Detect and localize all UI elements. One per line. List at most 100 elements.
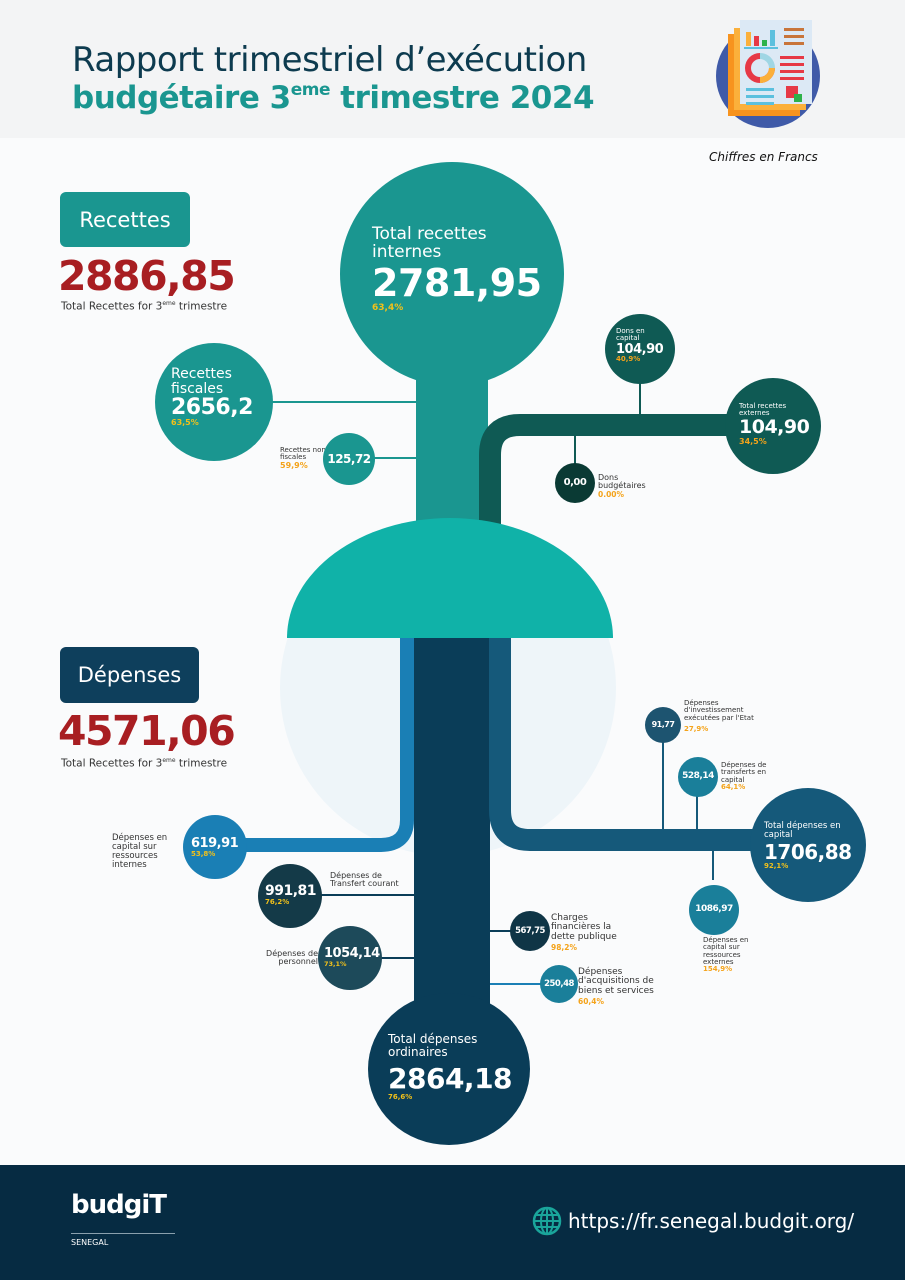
bubble-dons-capital: Dons en capital 104,90 40,9% <box>605 314 675 384</box>
title-sup: eme <box>290 80 331 100</box>
bubble-transfert-courant: 991,81 76,2% <box>258 864 322 928</box>
page-title-line1: Rapport trimestriel d’exécution <box>72 40 587 80</box>
bubble-pct: 63,5% <box>171 418 199 428</box>
bubble-investissement-etat: 91,77 <box>645 707 681 743</box>
bubble-transferts-capital: 528,14 <box>678 757 718 797</box>
bubble-total-capital: Total dépenses en capital 1706,88 92,1% <box>750 788 866 902</box>
bubble-capital-externes: 1086,97 <box>689 885 739 935</box>
recettes-total-caption: Total Recettes for 3eme trimestre <box>61 300 227 313</box>
depenses-trunk <box>414 638 490 1018</box>
bubble-pct: 63,4% <box>372 302 404 313</box>
website-link[interactable]: https://fr.senegal.budgit.org/ <box>532 1206 854 1236</box>
recettes-badge: Recettes <box>60 192 190 247</box>
acquisitions-label: Dépenses d'acquisitions de biens et serv… <box>578 967 663 1007</box>
depenses-badge: Dépenses <box>60 647 199 703</box>
bubble-value: 104,90 <box>616 341 664 357</box>
bubble-value: 1054,14 <box>324 946 380 961</box>
label-pct: 154,9% <box>703 965 733 974</box>
bubble-acquisitions: 250,48 <box>540 965 578 1003</box>
page-title-line2: budgétaire 3eme trimestre 2024 <box>72 80 595 116</box>
caption-post: trimestre <box>175 757 228 770</box>
logo-divider <box>71 1233 175 1234</box>
report-chart-icon <box>716 20 820 128</box>
title-part1: budgétaire 3 <box>72 80 291 116</box>
total-capital-pipe <box>489 638 770 851</box>
depenses-total: 4571,06 <box>58 707 236 755</box>
bubble-value: 104,90 <box>739 415 810 438</box>
bubble-pct: 76,2% <box>265 897 290 906</box>
label-text: Dépenses de Transfert courant <box>330 871 399 889</box>
bubble-value: 528,14 <box>682 771 714 782</box>
bubble-label: Total recettes internes <box>372 224 487 262</box>
bubble-label: Dons en capital <box>616 327 645 343</box>
label-text: Charges financières la dette publique <box>551 913 617 942</box>
investissement-etat-label: Dépenses d'investissement exécutées par … <box>684 699 769 734</box>
footer <box>0 1165 905 1280</box>
label-pct: 60,4% <box>578 997 605 1007</box>
bubble-value: 2656,2 <box>171 395 253 421</box>
bubble-charges-financieres: 567,75 <box>510 911 550 951</box>
bubble-value: 2781,95 <box>372 260 542 305</box>
bubble-recettes-externes: Total recettes externes 104,90 34,5% <box>725 378 821 474</box>
bubble-value: 250,48 <box>544 978 574 989</box>
bubble-value: 2864,18 <box>388 1062 513 1096</box>
transfert-courant-label: Dépenses de Transfert courant <box>330 871 410 889</box>
bubble-pct: 73,1% <box>324 959 347 968</box>
bubble-recettes-non-fiscales: 125,72 <box>323 433 375 485</box>
bubble-label: Total dépenses ordinaires <box>388 1032 478 1059</box>
title-part2: trimestre 2024 <box>330 80 595 116</box>
depenses-total-caption: Total Recettes for 3eme trimestre <box>61 757 227 770</box>
globe-icon <box>532 1206 562 1236</box>
label-text: Dépenses d'investissement exécutées par … <box>684 699 754 722</box>
bubble-recettes-internes: Total recettes internes 2781,95 63,4% <box>340 162 564 386</box>
bubble-label: Total dépenses en capital <box>764 821 841 840</box>
bubble-pct: 40,9% <box>616 355 641 364</box>
bubble-capital-internes: 619,91 53,8% <box>183 815 247 879</box>
bubble-label: Recettes fiscales <box>171 366 232 397</box>
bubble-pct: 76,6% <box>388 1092 413 1101</box>
bubble-pct: 34,5% <box>739 436 767 446</box>
label-pct: 59,9% <box>280 460 308 470</box>
bubble-recettes-fiscales: Recettes fiscales 2656,2 63,5% <box>155 343 273 461</box>
bubble-value: 1706,88 <box>764 839 852 864</box>
caption-sup: eme <box>162 757 176 764</box>
label-pct: 98,2% <box>551 943 578 953</box>
bubble-pct: 53,8% <box>191 849 216 858</box>
label-text: Dépenses en capital sur ressources exter… <box>703 936 749 967</box>
bubble-label: Total recettes externes <box>739 402 787 418</box>
bubble-dons-budgetaires: 0,00 <box>555 463 595 503</box>
logo-country: SENEGAL <box>71 1238 109 1247</box>
central-dome <box>287 518 613 638</box>
bubble-value: 991,81 <box>265 883 317 899</box>
bubble-value: 0,00 <box>563 476 587 488</box>
bubble-value: 125,72 <box>327 451 371 466</box>
bubble-pct: 92,1% <box>764 861 789 870</box>
caption-post: trimestre <box>175 300 228 313</box>
capital-internes-label: Dépenses en capital sur ressources inter… <box>112 834 182 870</box>
caption-pre: Total Recettes for 3 <box>61 300 163 313</box>
externes-pipe <box>479 414 760 550</box>
bubble-value: 567,75 <box>515 925 545 936</box>
label-text: Dépenses en capital sur ressources inter… <box>112 833 168 870</box>
label-pct: 64,1% <box>721 783 746 792</box>
label-text: Dépenses de personnel <box>266 949 318 967</box>
bubble-depenses-ordinaires: Total dépenses ordinaires 2864,18 76,6% <box>368 993 530 1145</box>
label-text: Dépenses de transferts en capital <box>721 761 767 784</box>
bubble-personnel: 1054,14 73,1% <box>318 926 382 990</box>
budgit-logo: budgiT <box>71 1190 167 1220</box>
label-text: Dons budgétaires <box>598 473 646 491</box>
label-pct: 0.00% <box>598 489 625 499</box>
label-text: Recettes non fiscales <box>280 446 326 462</box>
bubble-value: 1086,97 <box>695 904 733 915</box>
capital-externes-label: Dépenses en capital sur ressources exter… <box>703 936 753 974</box>
recettes-total: 2886,85 <box>58 252 236 300</box>
capital-internes-pipe <box>230 638 414 852</box>
label-text: Dépenses d'acquisitions de biens et serv… <box>578 967 654 996</box>
currency-note: Chiffres en Francs <box>709 150 818 164</box>
label-pct: 27,9% <box>684 725 709 734</box>
website-url: https://fr.senegal.budgit.org/ <box>568 1209 855 1233</box>
